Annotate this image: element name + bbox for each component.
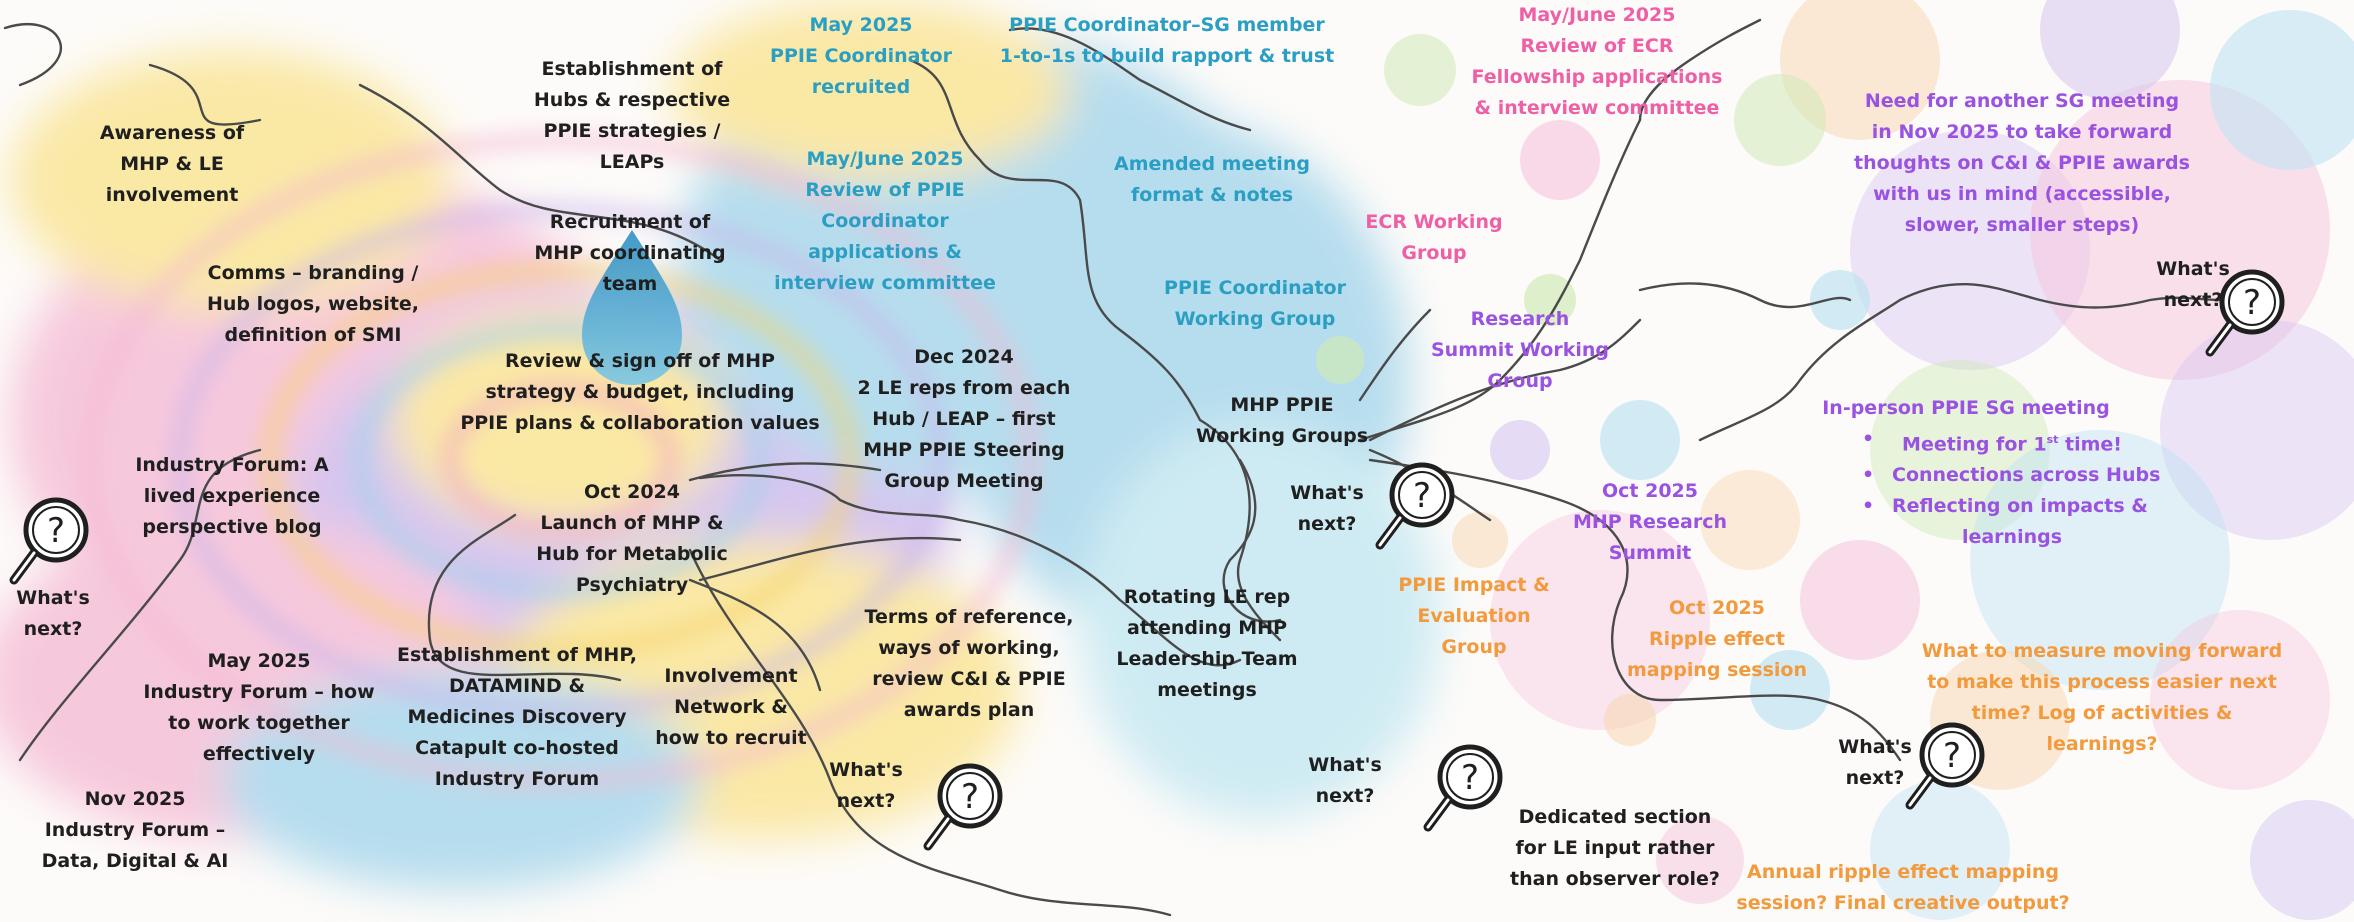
node-establishment-mhp: Establishment of MHP, DATAMIND & Medicin…: [397, 644, 637, 790]
connector-lines: [3, 18, 2222, 917]
node-recruitment: Recruitment of MHP coordinating team: [534, 211, 726, 295]
bullet-reflecting: Reflecting on impacts & learnings: [1862, 491, 2148, 553]
question-magnifier-icon: ?: [9, 497, 89, 585]
node-impact-evaluation: PPIE Impact & Evaluation Group: [1398, 574, 1550, 658]
node-ecr-working-group: ECR Working Group: [1365, 211, 1503, 264]
question-magnifier-icon: ?: [923, 763, 1003, 851]
svg-text:?: ?: [1461, 758, 1479, 798]
svg-text:?: ?: [2243, 283, 2261, 323]
node-oct-2024: Oct 2024 Launch of MHP & Hub for Metabol…: [536, 481, 728, 596]
node-review-signoff: Review & sign off of MHP strategy & budg…: [460, 350, 820, 434]
node-measure-forward: What to measure moving forward to make t…: [1921, 640, 2283, 755]
node-oct-2025-summit: Oct 2025 MHP Research Summit: [1572, 480, 1728, 564]
node-coordinator-working-group: PPIE Coordinator Working Group: [1164, 277, 1346, 330]
node-awareness: Awareness of MHP & LE involvement: [99, 122, 245, 206]
node-may-2025-forum: May 2025 Industry Forum – how to work to…: [143, 650, 375, 765]
node-annual-ripple: Annual ripple effect mapping session? Fi…: [1736, 861, 2070, 914]
whats-next-top-right: What's next?: [2156, 258, 2230, 311]
watercolour-swirl: [0, 0, 1440, 890]
svg-text:?: ?: [1413, 476, 1431, 516]
question-magnifier-icon: ?: [1905, 722, 1985, 810]
node-hubs-establishment: Establishment of Hubs & respective PPIE …: [533, 58, 731, 173]
node-terms-of-reference: Terms of reference, ways of working, rev…: [864, 606, 1074, 721]
question-magnifier-icon: ?: [1423, 744, 1503, 832]
whats-next-center: What's next?: [1290, 482, 1364, 535]
whats-next-bottom-center: What's next?: [1308, 754, 1382, 807]
svg-text:?: ?: [47, 511, 65, 551]
node-may-2025-coordinator: May 2025 PPIE Coordinator recruited: [770, 14, 952, 98]
node-rotating-le-rep: Rotating LE rep attending MHP Leadership…: [1116, 586, 1298, 701]
node-mayjune-coordinator-review: May/June 2025 Review of PPIE Coordinator…: [774, 148, 996, 294]
node-involvement-network: Involvement Network & how to recruit: [655, 665, 807, 749]
node-oct-2025-ripple: Oct 2025 Ripple effect mapping session: [1627, 597, 1807, 681]
node-need-sg-meeting: Need for another SG meeting in Nov 2025 …: [1854, 90, 2190, 236]
node-research-summit-wg: Research Summit Working Group: [1431, 308, 1609, 392]
node-nov-2025: Nov 2025 Industry Forum – Data, Digital …: [41, 788, 229, 872]
node-inperson-sg-title: In-person PPIE SG meeting: [1822, 397, 2110, 419]
question-magnifier-icon: ?: [2205, 269, 2285, 357]
bullet-connections: Connections across Hubs: [1862, 460, 2160, 491]
whats-next-left: What's next?: [16, 587, 90, 640]
node-amended-meeting: Amended meeting format & notes: [1114, 153, 1310, 206]
node-dedicated-section: Dedicated section for LE input rather th…: [1510, 806, 1720, 890]
node-coordinator-sg: PPIE Coordinator–SG member 1-to-1s to bu…: [999, 14, 1335, 67]
bubbles: [1316, 0, 2354, 920]
water-drop-icon: [582, 230, 682, 385]
bullet-first-time: Meeting for 1st time!: [1862, 424, 2132, 460]
node-mhp-ppie-working-groups: MHP PPIE Working Groups: [1195, 394, 1369, 447]
svg-text:?: ?: [1943, 736, 1961, 776]
whats-next-bottom-left: What's next?: [829, 759, 903, 812]
swirl-rings: [81, 131, 1039, 789]
svg-text:?: ?: [961, 777, 979, 817]
node-dec-2024: Dec 2024 2 LE reps from each Hub / LEAP …: [857, 346, 1071, 492]
node-comms: Comms – branding / Hub logos, website, d…: [206, 262, 420, 346]
question-magnifier-icon: ?: [1375, 462, 1455, 550]
inperson-sg-bullets: Meeting for 1st time! Connections across…: [1860, 424, 2160, 553]
node-mayjune-ecr: May/June 2025 Review of ECR Fellowship a…: [1471, 4, 1723, 119]
node-industry-blog: Industry Forum: A lived experience persp…: [135, 454, 329, 538]
whats-next-bottom-right: What's next?: [1838, 736, 1912, 789]
